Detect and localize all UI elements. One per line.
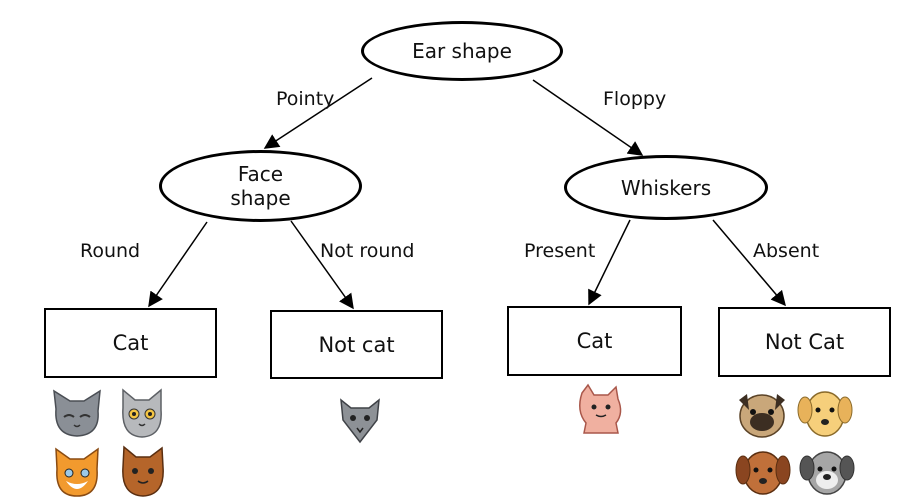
edge-label-present: Present	[524, 240, 596, 262]
leaf-label: Cat	[576, 329, 613, 353]
leaf-not-cat-right: Not Cat	[718, 307, 891, 377]
leaf-cat-right: Cat	[507, 306, 682, 376]
whiskers-label: Whiskers	[620, 175, 712, 200]
edge-present	[588, 219, 631, 306]
pink-cat-icon	[579, 383, 622, 434]
leaf-not-cat: Not cat	[270, 310, 443, 379]
gray-cat-icon	[122, 388, 162, 438]
node-whiskers: Whiskers	[564, 155, 768, 220]
leaf-label: Not cat	[318, 332, 395, 357]
edge-absent	[712, 219, 786, 307]
gray-dog-icon	[799, 451, 855, 495]
leaf-label: Cat	[112, 331, 149, 355]
edge-label-floppy: Floppy	[603, 88, 667, 110]
golden-dog-icon	[797, 391, 853, 437]
edge-round	[148, 221, 208, 308]
edge-label-pointy: Pointy	[276, 88, 335, 110]
root-node-label: Ear shape	[412, 39, 512, 63]
leaf-cat-left: Cat	[44, 308, 217, 378]
brown-cat-icon	[122, 445, 164, 497]
orange-cat-icon	[55, 447, 99, 497]
pug-dog-icon	[739, 394, 785, 438]
edge-floppy	[532, 79, 644, 156]
edge-label-not-round: Not round	[320, 240, 415, 262]
face-shape-label: Face shape	[230, 162, 291, 210]
node-face-shape: Face shape	[159, 150, 362, 222]
brown-dog-icon	[735, 451, 791, 495]
gray-cat-icon	[340, 398, 380, 444]
edge-pointy	[263, 77, 373, 149]
root-node-ear-shape: Ear shape	[361, 21, 563, 81]
edge-label-round: Round	[80, 240, 141, 262]
gray-cat-icon	[53, 389, 101, 437]
edge-label-absent: Absent	[753, 240, 820, 262]
edge-not-round	[290, 220, 354, 310]
leaf-label: Not Cat	[764, 330, 845, 354]
